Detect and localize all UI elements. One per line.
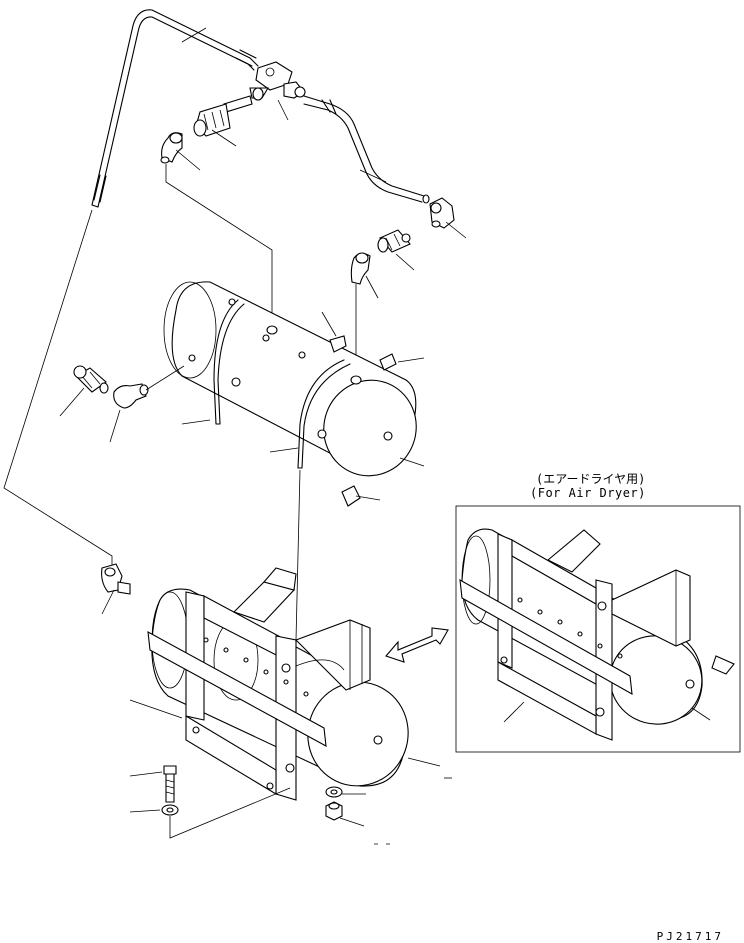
air-pipe-upper — [91, 9, 259, 208]
mounting-bracket — [147, 567, 371, 801]
nut — [325, 801, 343, 821]
drain-valve — [73, 365, 109, 394]
drawing-code: PJ21717 — [656, 930, 724, 943]
air-line-lower — [3, 209, 301, 641]
inset-title-english: (For Air Dryer) — [530, 486, 646, 500]
leader-lines — [59, 27, 711, 845]
elbow-fitting-tank — [113, 365, 185, 409]
plug-top — [329, 335, 347, 353]
air-tank-main — [163, 281, 417, 477]
plug-right — [379, 353, 397, 371]
elbow-fitting-right — [429, 197, 455, 229]
check-valve-left — [193, 95, 253, 137]
double-arrow — [385, 627, 449, 663]
elbow-fitting-lower — [101, 563, 131, 595]
bolt — [163, 765, 177, 803]
washer-left — [161, 787, 291, 839]
elbow-fitting-center — [350, 252, 371, 376]
air-pipe-right — [303, 95, 430, 204]
elbow-fitting-left — [160, 132, 273, 324]
plug-bottom — [341, 485, 361, 507]
washer-right — [325, 786, 343, 798]
tee-fitting — [249, 61, 306, 101]
inset-panel — [455, 505, 741, 753]
inset-title-japanese: (エアードライヤ用) — [536, 472, 646, 486]
check-valve-right — [377, 229, 411, 253]
